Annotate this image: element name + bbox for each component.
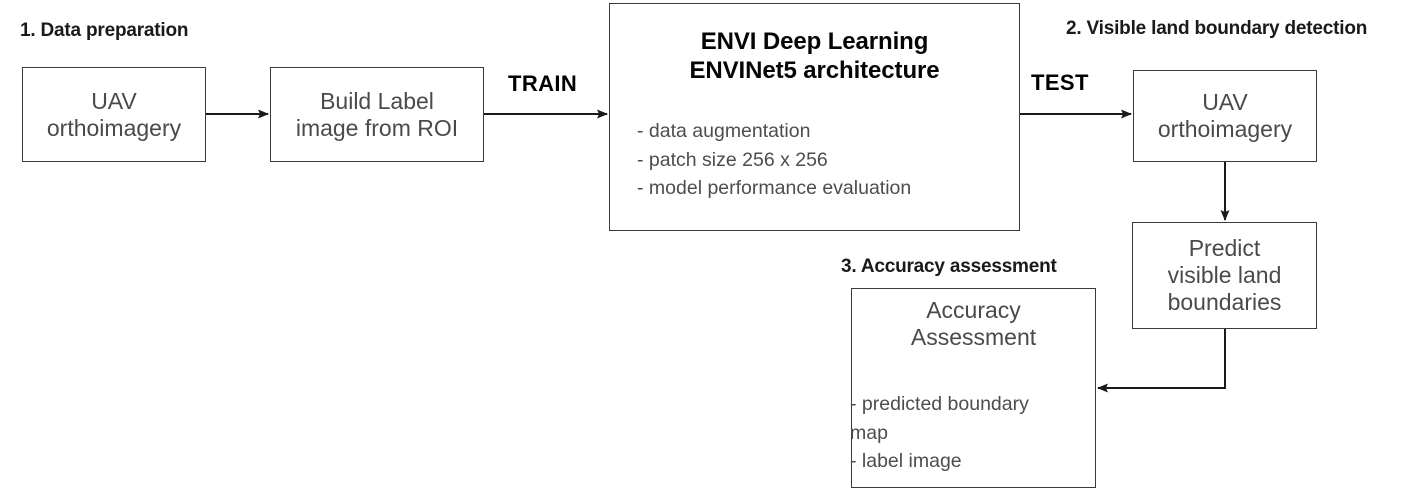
node-uav-orthoimagery-train-label: UAV orthoimagery: [46, 87, 182, 141]
arrow-predict-to-accuracy: [1097, 329, 1226, 393]
node-accuracy-assessment-title: Accuracy Assessment: [910, 297, 1037, 350]
node-predict-boundaries[interactable]: Predict visible land boundaries: [1132, 222, 1317, 329]
node-envi-deep-learning-bullets: - data augmentation - patch size 256 x 2…: [637, 120, 912, 200]
edge-label-train: TRAIN: [508, 71, 578, 96]
edge-label-test: TEST: [1031, 70, 1089, 95]
stage-label-accuracy-assessment: 3. Accuracy assessment: [841, 256, 1057, 277]
node-build-label-image[interactable]: Build Label image from ROI: [270, 67, 484, 162]
stage-label-data-preparation: 1. Data preparation: [20, 20, 189, 41]
stage-label-boundary-detection: 2. Visible land boundary detection: [1066, 18, 1368, 39]
node-uav-orthoimagery-test-label: UAV orthoimagery: [1157, 89, 1293, 142]
node-uav-orthoimagery-test[interactable]: UAV orthoimagery: [1133, 70, 1317, 162]
node-accuracy-assessment[interactable]: Accuracy Assessment - predicted boundary…: [850, 288, 1096, 488]
node-uav-orthoimagery-train[interactable]: UAV orthoimagery: [22, 67, 206, 162]
node-predict-boundaries-label: Predict visible land boundaries: [1167, 235, 1282, 315]
node-envi-deep-learning[interactable]: ENVI Deep Learning ENVINet5 architecture…: [609, 3, 1020, 231]
node-envi-deep-learning-title: ENVI Deep Learning ENVINet5 architecture: [689, 28, 940, 84]
node-build-label-image-label: Build Label image from ROI: [295, 87, 459, 141]
node-accuracy-assessment-bullets: - predicted boundary map - label image: [850, 393, 1029, 473]
